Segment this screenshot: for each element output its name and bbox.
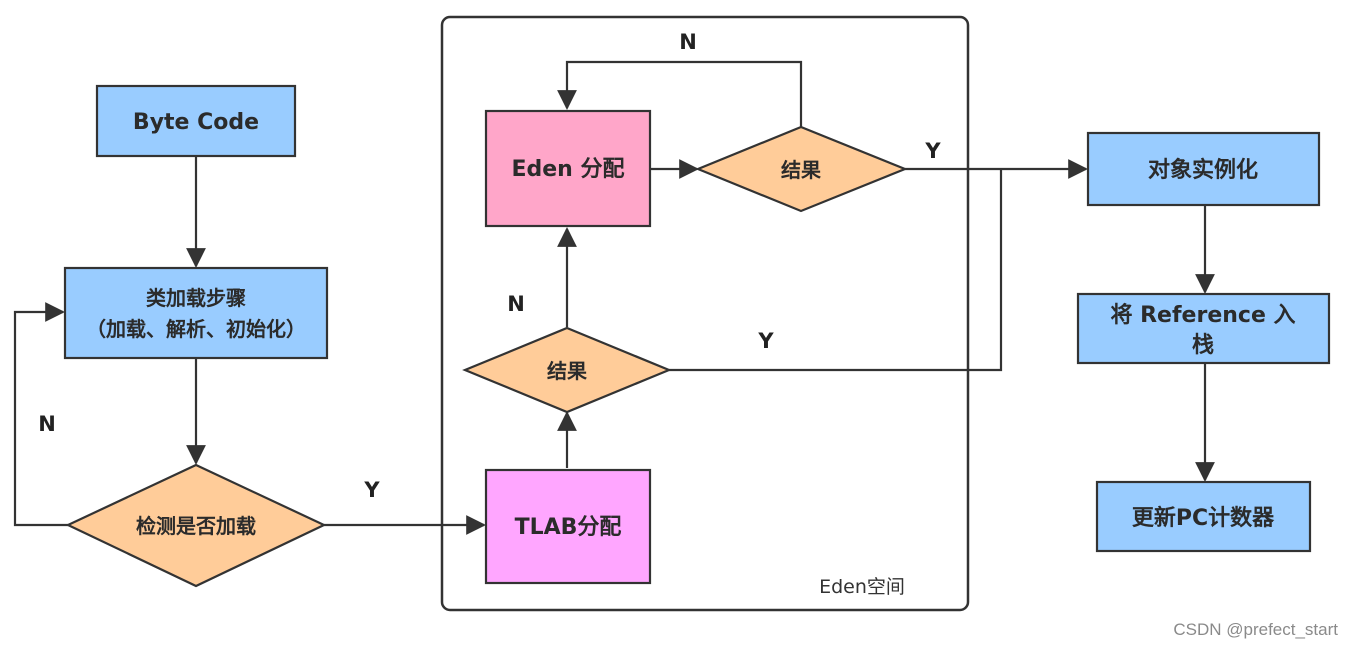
edge-label-check-no: N [38, 412, 56, 436]
node-tlab-alloc-label: TLAB分配 [515, 515, 622, 540]
eden-space-label: Eden空间 [819, 576, 905, 598]
node-check-loaded-label: 检测是否加载 [136, 514, 256, 538]
edge-label-tlab-no: N [507, 292, 525, 316]
node-byte-code-label: Byte Code [133, 110, 259, 135]
edge-label-check-yes: Y [363, 478, 380, 502]
node-tlab-alloc [484, 468, 652, 585]
node-class-loading [63, 266, 329, 360]
node-push-reference-line2: 栈 [1192, 333, 1214, 358]
node-push-reference [1076, 292, 1331, 365]
node-eden-alloc [484, 109, 652, 228]
edge-result-yes-merge [669, 169, 1003, 372]
node-byte-code [95, 84, 297, 158]
node-result-tlab [462, 326, 672, 414]
node-update-pc [1095, 480, 1312, 553]
node-instantiate-label: 对象实例化 [1148, 157, 1258, 183]
node-result-tlab-label: 结果 [547, 359, 587, 383]
node-result-eden [695, 125, 908, 213]
node-class-loading-line1: 类加载步骤 [146, 286, 246, 310]
node-class-loading-line2: （加载、解析、初始化） [86, 317, 306, 341]
edge-label-tlab-yes: Y [757, 329, 774, 353]
node-result-eden-label: 结果 [781, 158, 821, 182]
node-eden-alloc-label: Eden 分配 [511, 157, 624, 182]
node-instantiate [1086, 131, 1321, 207]
watermark: CSDN @prefect_start [1173, 620, 1338, 639]
node-update-pc-label: 更新PC计数器 [1132, 505, 1275, 531]
edge-eden-result-no-loop [557, 60, 803, 127]
edge-check-no-loop [13, 302, 68, 527]
edge-label-eden-no: N [679, 30, 697, 54]
node-check-loaded [65, 463, 327, 588]
edge-label-eden-yes: Y [924, 139, 941, 163]
node-push-reference-line1: 将 Reference 入 [1110, 302, 1295, 328]
